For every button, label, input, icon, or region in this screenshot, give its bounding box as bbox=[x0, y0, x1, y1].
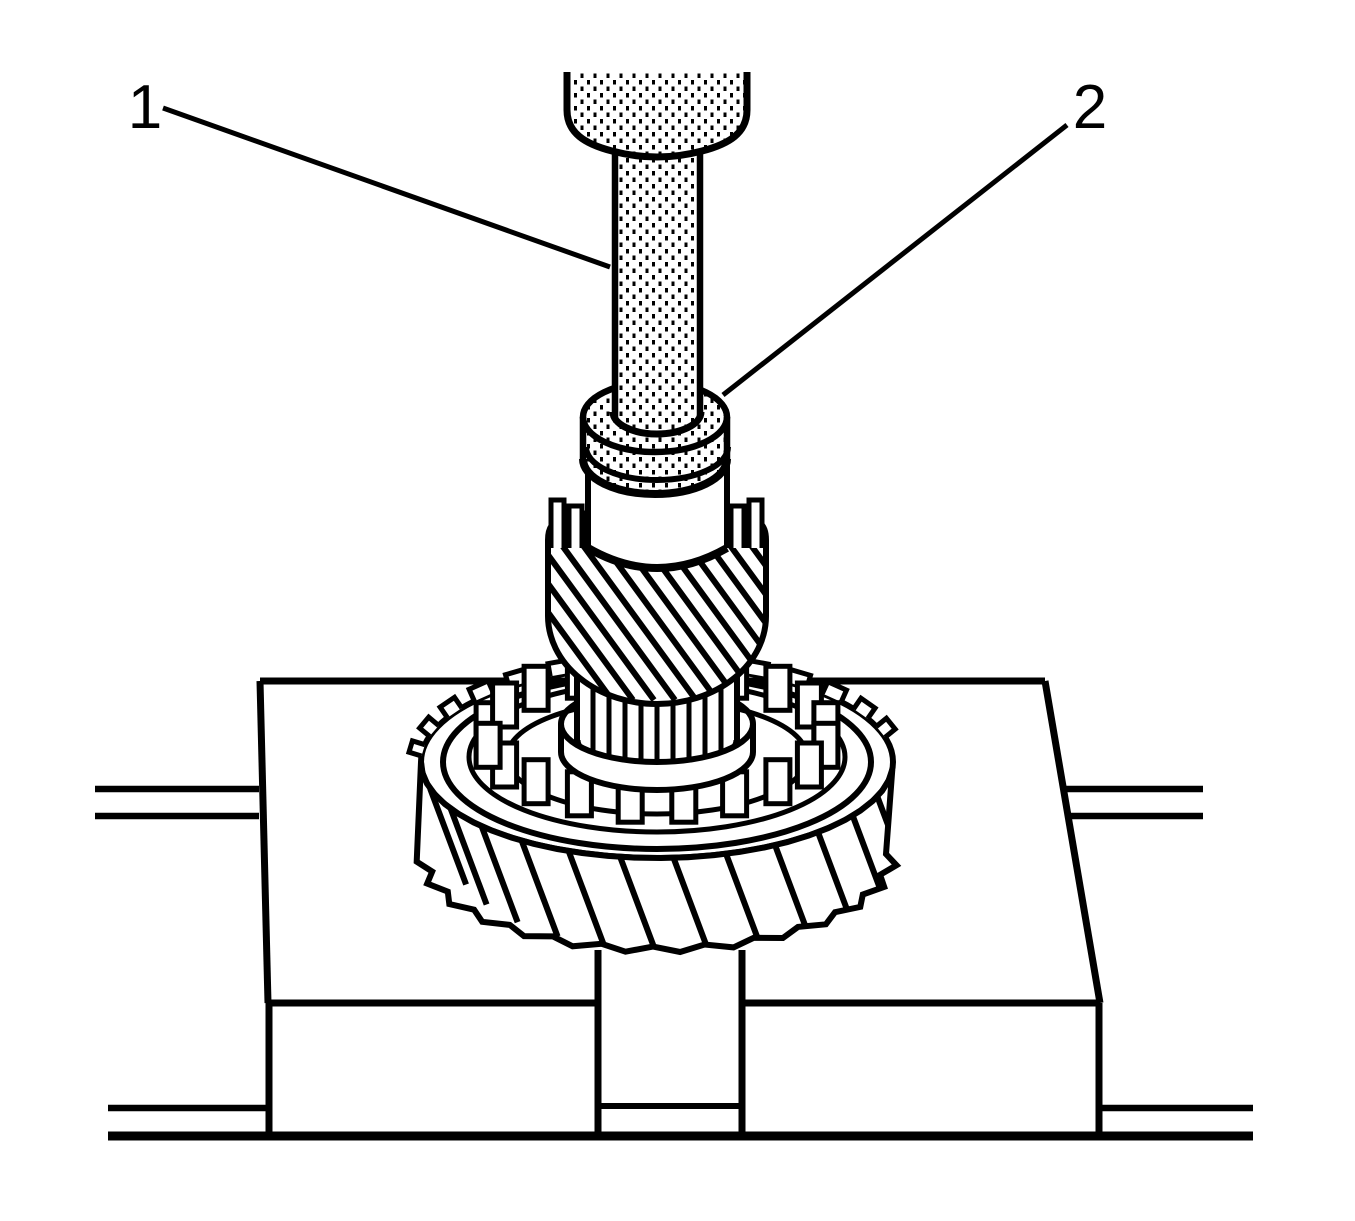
pinion-top-tooth bbox=[746, 497, 765, 548]
callouts: 1 2 bbox=[128, 73, 1107, 397]
gear-tooth-line bbox=[518, 839, 561, 938]
pinion-tooth-line bbox=[672, 520, 766, 702]
gear-tooth-line bbox=[427, 787, 469, 886]
driver-head bbox=[563, 72, 751, 161]
dog-tooth bbox=[490, 680, 520, 730]
collar-mid-arc bbox=[583, 446, 731, 483]
pinion-top-tooth bbox=[566, 503, 585, 548]
gear-tooth-line bbox=[447, 807, 490, 906]
dog-tooth bbox=[763, 663, 793, 713]
gear-back-tooth bbox=[874, 714, 899, 740]
pinion-gear bbox=[545, 497, 769, 707]
pinion-tooth-line bbox=[588, 520, 762, 702]
callout-1-label: 1 bbox=[128, 73, 162, 142]
pinion-tooth-line bbox=[548, 520, 720, 702]
pinion-tooth-line bbox=[567, 520, 741, 702]
pinion-top-tooth bbox=[548, 497, 567, 548]
pinion-tooth-line bbox=[630, 520, 766, 702]
shaft-bottom-arc bbox=[609, 411, 705, 438]
gear-front-teeth-band bbox=[413, 761, 902, 956]
gear-tooth-line bbox=[887, 774, 897, 873]
leader-line-1 bbox=[162, 105, 611, 270]
gear-tooth-line bbox=[670, 856, 713, 952]
dog-tooth bbox=[521, 663, 551, 713]
block-right-edge bbox=[1041, 680, 1104, 1004]
pinion-tooth-line bbox=[548, 520, 636, 702]
pinion-tooth-line bbox=[548, 520, 678, 702]
dog-tooth bbox=[473, 720, 503, 770]
head-fill bbox=[567, 72, 747, 157]
gear-tooth-line bbox=[478, 825, 521, 924]
collar-bottom-arc bbox=[579, 458, 731, 498]
gear-back-tooth bbox=[405, 737, 426, 759]
dog-tooth bbox=[521, 757, 551, 807]
pinion-tooth-line bbox=[651, 520, 766, 702]
dog-tooth bbox=[763, 757, 793, 807]
driver-shaft bbox=[609, 148, 705, 438]
gear-back-tooth bbox=[851, 694, 879, 721]
gear-tooth-line bbox=[617, 855, 659, 952]
pinion-top-tooth bbox=[728, 503, 747, 548]
dog-tooth bbox=[794, 740, 824, 790]
leader-line-2 bbox=[721, 123, 1069, 397]
gear-back-tooth bbox=[416, 713, 441, 739]
gear-band-outline bbox=[413, 761, 902, 956]
block-left-edge bbox=[256, 680, 272, 1004]
callout-2-label: 2 bbox=[1073, 73, 1107, 142]
sleeve-bottom-arc bbox=[585, 544, 729, 572]
pinion-tooth-line bbox=[548, 520, 699, 702]
shaft-fill bbox=[615, 148, 700, 418]
gear-tooth-line bbox=[723, 852, 765, 951]
pinion-tooth-line bbox=[548, 520, 657, 702]
head-outline bbox=[563, 72, 751, 161]
press-block bbox=[95, 677, 1253, 1141]
gear-back-tooth bbox=[436, 693, 464, 720]
pinion-tooth-line bbox=[548, 520, 615, 702]
gear-back-tooth bbox=[820, 678, 850, 704]
gear-tooth-line bbox=[565, 849, 608, 949]
bearing-ring-front bbox=[558, 723, 756, 793]
gear-tooth-line bbox=[772, 844, 814, 943]
